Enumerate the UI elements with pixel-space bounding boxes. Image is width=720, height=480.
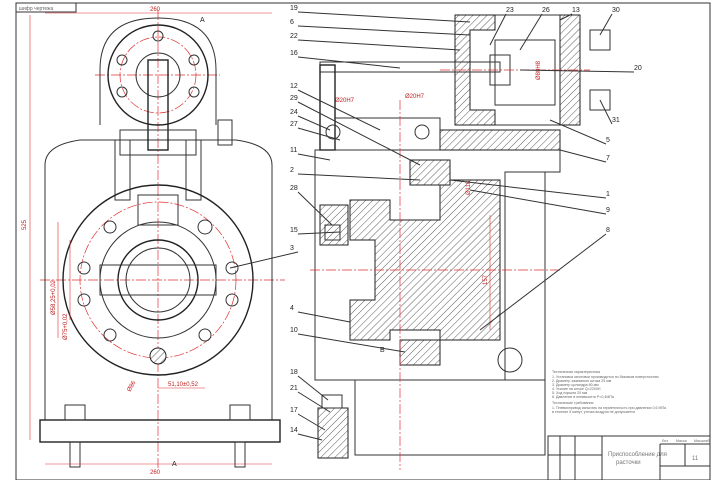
leader-line (297, 311, 351, 323)
leader-line (599, 13, 613, 36)
callout-5: 5 (606, 137, 610, 144)
leader-line (519, 13, 543, 51)
leader-line (297, 115, 331, 131)
header-scale: Масштаб (694, 439, 709, 443)
callout-1: 1 (606, 191, 610, 198)
note-line: 3. Диаметр цилиндра 80 мм (552, 383, 599, 387)
dim-top-width: 260 (150, 7, 161, 13)
section-mark-b: В (380, 347, 385, 354)
leader-line (297, 153, 331, 161)
leader-line (489, 13, 507, 46)
sheet-number: 11 (692, 456, 699, 462)
callout-16: 16 (290, 50, 298, 57)
callout-3: 3 (290, 245, 294, 252)
callout-13: 13 (572, 7, 580, 14)
leader-line (297, 191, 333, 226)
sheet-frame (15, 2, 711, 480)
note-line: 5. Ход поршня 20 мм (552, 391, 588, 395)
dim-20a: Ø20H7 (335, 98, 355, 104)
leader-line (479, 233, 607, 331)
callout-8: 8 (606, 227, 610, 234)
dim-mid: Ø75+0,02 (63, 313, 69, 340)
leader-line (297, 127, 341, 141)
callout-24: 24 (290, 109, 298, 116)
callout-10: 10 (290, 327, 298, 334)
dim-low: Ø86 (127, 380, 138, 393)
callout-22: 22 (290, 33, 298, 40)
callout-21: 21 (290, 385, 298, 392)
leader-line (297, 375, 329, 401)
leader-line (297, 101, 421, 166)
note-line: 6. Давление в пневмосети P=0,4МПа (552, 395, 614, 399)
callout-14: 14 (290, 427, 298, 434)
dim-20b: Ø20H7 (405, 94, 425, 100)
dim-157: 157 (483, 274, 489, 285)
technical-notes: Техническая характеристика 1. Установка … (552, 370, 666, 414)
leader-line (559, 13, 573, 21)
leader-line (449, 179, 607, 199)
dim-height: 525 (22, 219, 28, 230)
leader-line (297, 56, 401, 69)
leader-line (297, 39, 461, 51)
code-box (15, 2, 77, 13)
title-line-2: расточки (616, 460, 641, 466)
leader-line (297, 11, 471, 23)
callout-28: 28 (290, 185, 298, 192)
header-mass: Масса (676, 439, 687, 443)
dim-bore: Ø58,25+0,02 (51, 279, 57, 315)
note-line: 1. Установка заготовки производится по б… (552, 375, 659, 379)
title-line-1: Приспособление для (608, 452, 667, 458)
leader-line (297, 413, 326, 431)
note-line: в течение 5 минут, утечка воздуха не доп… (552, 410, 635, 414)
callout-31: 31 (612, 117, 620, 124)
leader-line (297, 231, 341, 235)
leader-line (297, 433, 323, 441)
callout-20: 20 (634, 65, 642, 72)
code-box-text: шифр чертежа (19, 6, 53, 12)
callout-6: 6 (290, 19, 294, 26)
note-line: 1. Пневмопривод испытать на герметичност… (552, 406, 666, 410)
callout-9: 9 (606, 207, 610, 214)
dim-offset: 51,10±0,52 (168, 382, 199, 388)
callout-2: 2 (290, 167, 294, 174)
leader-line (519, 69, 635, 73)
notes-heading-2: Технические требования (552, 401, 593, 405)
header-lit: Лит. (662, 439, 669, 443)
leader-line (559, 149, 607, 163)
leader-line (297, 25, 471, 36)
leader-line (297, 391, 331, 413)
callout-4: 4 (290, 305, 294, 312)
callout-26: 26 (542, 7, 550, 14)
callout-29: 29 (290, 95, 298, 102)
callout-18: 18 (290, 369, 298, 376)
section-view: 157 Ø118 Ø20H7 Ø20H7 Ø80H8 В (310, 14, 611, 470)
callout-30: 30 (612, 7, 620, 14)
section-mark-a-top: А (200, 17, 205, 24)
dim-118: Ø118 (466, 180, 472, 195)
section-mark-a-bottom: А (172, 461, 177, 468)
leader-line (469, 189, 607, 215)
callout-27: 27 (290, 121, 298, 128)
leader-line (549, 119, 607, 145)
notes-heading-1: Техническая характеристика (552, 370, 600, 374)
callout-7: 7 (606, 155, 610, 162)
note-line: 2. Диаметр зажимного штока 25 мм (552, 379, 612, 383)
callout-17: 17 (290, 407, 298, 414)
title-block: Приспособление для расточки Лит. Масса М… (547, 435, 711, 480)
front-view: 525 260 260 Ø58,25+0,02 Ø75+0,02 Ø86 51,… (22, 7, 285, 476)
leader-line (297, 173, 421, 181)
leader-line (229, 251, 299, 269)
callout-11: 11 (290, 147, 297, 154)
leader-line (297, 333, 406, 353)
callout-23: 23 (506, 7, 514, 14)
callout-19: 19 (290, 5, 298, 12)
leader-line (297, 89, 381, 131)
dim-bottom-width: 260 (150, 470, 161, 476)
note-line: 4. Усилие на штоке Q=2200Н (552, 387, 601, 391)
callout-12: 12 (290, 83, 298, 90)
callout-15: 15 (290, 227, 298, 234)
leader-line (599, 99, 613, 125)
